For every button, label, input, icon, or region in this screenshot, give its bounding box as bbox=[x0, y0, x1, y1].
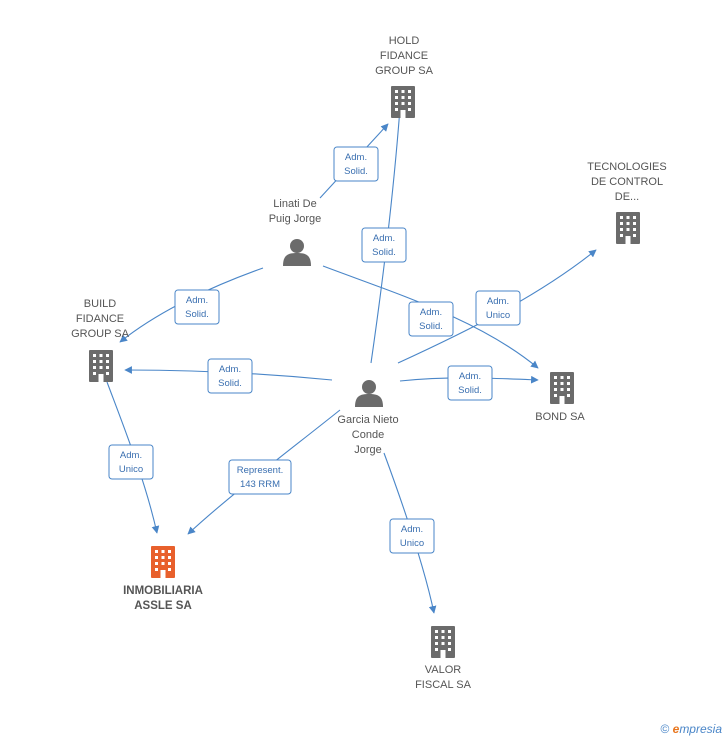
edge-label-garcia-to-tecno[interactable]: Adm. Unico bbox=[475, 290, 521, 326]
edge-label-box bbox=[108, 444, 154, 480]
node-hold[interactable]: HOLD FIDANCE GROUP SA bbox=[375, 35, 434, 118]
node-label-line: Conde bbox=[352, 429, 384, 441]
edge-label-garcia-to-bond[interactable]: Adm. Solid. bbox=[447, 365, 493, 401]
building-icon bbox=[550, 372, 574, 404]
edge-label-box bbox=[333, 146, 379, 182]
edge-label-linati-to-build[interactable]: Adm. Solid. bbox=[174, 289, 220, 325]
node-label-line: Garcia Nieto bbox=[337, 414, 398, 426]
edge-label-linati-to-hold[interactable]: Adm. Solid. bbox=[333, 146, 379, 182]
edge-label-line: Solid. bbox=[344, 166, 368, 177]
node-tecno[interactable]: TECNOLOGIES DE CONTROL DE... bbox=[587, 161, 667, 244]
building-icon bbox=[151, 546, 175, 578]
edge-label-box bbox=[207, 358, 253, 394]
edge-label-linati-to-bond[interactable]: Adm. Solid. bbox=[408, 301, 454, 337]
building-icon bbox=[89, 350, 113, 382]
edge-label-garcia-to-inmo[interactable]: Represent. 143 RRM bbox=[228, 459, 292, 495]
edge-label-line: Adm. bbox=[186, 295, 208, 306]
node-label-line: FIDANCE bbox=[380, 50, 428, 62]
copyright-icon: © bbox=[660, 722, 670, 736]
node-label-line: GROUP SA bbox=[71, 328, 130, 340]
edge-label-line: Adm. bbox=[219, 364, 241, 375]
node-label-line: Linati De bbox=[273, 198, 316, 210]
edge-label-line: Solid. bbox=[419, 321, 443, 332]
person-icon bbox=[283, 239, 311, 266]
edge-label-box bbox=[174, 289, 220, 325]
edge-label-line: Represent. bbox=[237, 465, 283, 476]
node-label-line: FIDANCE bbox=[76, 313, 124, 325]
node-label-line: INMOBILIARIA bbox=[123, 585, 203, 597]
node-label-line: Jorge bbox=[354, 444, 382, 456]
node-label-line: TECNOLOGIES bbox=[587, 161, 666, 173]
edge-label-build-to-inmo[interactable]: Adm. Unico bbox=[108, 444, 154, 480]
edge-label-box bbox=[408, 301, 454, 337]
edge-label-line: Adm. bbox=[420, 307, 442, 318]
node-label-line: VALOR bbox=[425, 664, 462, 676]
node-label-line: DE CONTROL bbox=[591, 176, 663, 188]
edge-label-line: Solid. bbox=[185, 309, 209, 320]
edge-label-garcia-to-build[interactable]: Adm. Solid. bbox=[207, 358, 253, 394]
node-valor[interactable]: VALOR FISCAL SA bbox=[415, 626, 472, 691]
node-label-line: DE... bbox=[615, 191, 639, 203]
node-bond[interactable]: BOND SA bbox=[535, 372, 585, 423]
node-label-line: GROUP SA bbox=[375, 65, 434, 77]
edges-layer bbox=[106, 107, 597, 614]
edge-label-box bbox=[361, 227, 407, 263]
node-label-line: Puig Jorge bbox=[269, 213, 322, 225]
edge-label-line: Adm. bbox=[459, 371, 481, 382]
brand-name: mpresia bbox=[679, 722, 722, 736]
brand-logo-e: e bbox=[672, 722, 680, 736]
edge-label-line: Adm. bbox=[487, 296, 509, 307]
node-label-line: ASSLE SA bbox=[134, 600, 192, 612]
edge-label-garcia-to-valor[interactable]: Adm. Unico bbox=[389, 518, 435, 554]
edge-label-box bbox=[389, 518, 435, 554]
edge-label-box bbox=[475, 290, 521, 326]
node-linati[interactable]: Linati De Puig Jorge bbox=[269, 198, 322, 266]
nodes-layer: HOLD FIDANCE GROUP SA TECNOLOGIES DE CONTROL… bbox=[71, 35, 667, 691]
edge-label-box bbox=[447, 365, 493, 401]
node-label-line: FISCAL SA bbox=[415, 679, 471, 691]
building-icon bbox=[616, 212, 640, 244]
edge-label-line: Adm. bbox=[345, 152, 367, 163]
edge-label-line: Adm. bbox=[120, 450, 142, 461]
node-label-line: BUILD bbox=[84, 298, 116, 310]
node-build[interactable]: BUILD FIDANCE GROUP SA bbox=[71, 298, 130, 382]
edge-labels-layer: Adm. Solid. Adm. Solid. Adm. Solid. Adm. Solid.… bbox=[108, 146, 521, 554]
building-icon bbox=[431, 626, 455, 658]
edge-label-line: Adm. bbox=[373, 233, 395, 244]
node-inmo[interactable]: INMOBILIARIA ASSLE SA bbox=[123, 546, 203, 612]
edge-label-box bbox=[228, 459, 292, 495]
node-label-line: BOND SA bbox=[535, 411, 585, 423]
edge-label-line: Unico bbox=[400, 538, 424, 549]
building-icon bbox=[391, 86, 415, 118]
node-label-line: HOLD bbox=[389, 35, 420, 47]
edge-label-line: Solid. bbox=[458, 385, 482, 396]
footer-brand[interactable]: © empresia bbox=[660, 722, 722, 736]
edge-label-garcia-to-hold[interactable]: Adm. Solid. bbox=[361, 227, 407, 263]
person-icon bbox=[355, 380, 383, 407]
edge-label-line: Unico bbox=[119, 464, 143, 475]
edge-label-line: Solid. bbox=[372, 247, 396, 258]
edge-label-line: Unico bbox=[486, 310, 510, 321]
edge-label-line: 143 RRM bbox=[240, 479, 280, 490]
edge-label-line: Adm. bbox=[401, 524, 423, 535]
edge-label-line: Solid. bbox=[218, 378, 242, 389]
